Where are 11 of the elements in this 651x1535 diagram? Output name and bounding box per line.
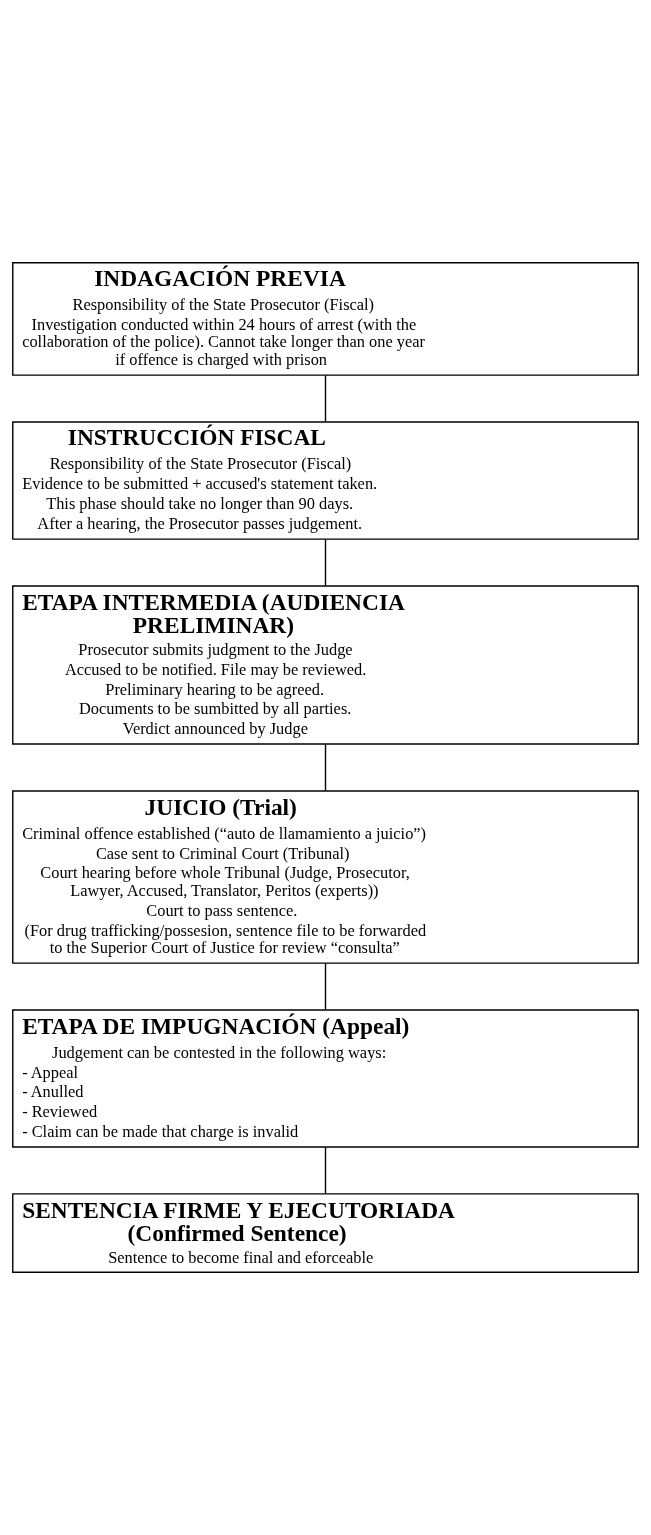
node-box: ETAPA DE IMPUGNACIÓN (Appeal) Judgement can be contested in the following ways: - Appeal - Anulled - Reviewed - Claim can be made that charge is invalid	[12, 1009, 639, 1148]
node-box: ETAPA INTERMEDIA (AUDIENCIA PRELIMINAR) Prosecutor submits judgment to the Judge Accused to be notified. File may be reviewed. Preliminary hearing to be agreed. Documents to be sumbitted by all parties. Verdict announced by Judge	[12, 585, 639, 745]
connector	[324, 538, 327, 587]
node-box: INSTRUCCIÓN FISCAL Responsibility of the State Prosecutor (Fiscal) Evidence to be submitted + accused's statement taken. This phase should take no longer than 90 days. After a hearing, the Prosecutor passes judgement.	[12, 421, 639, 540]
node-box: JUICIO (Trial) Criminal offence established (“auto de llamamiento a juicio”) Case sent to Criminal Court (Tribunal) Court hearing before whole Tribunal (Judge, Prosecutor, Lawyer, Accused, Translator, Peritos (experts)) Court to pass sentence. (For drug trafficking/possesion, sentence file to be forwarded to the Superior Court of Justice for review “consulta”	[12, 790, 639, 964]
connector	[324, 962, 327, 1011]
connector	[324, 1146, 327, 1195]
connector	[324, 743, 327, 792]
connector	[324, 374, 327, 423]
node-box: SENTENCIA FIRME Y EJECUTORIADA (Confirmed Sentence) Sentence to become final and eforceable	[12, 1193, 639, 1273]
node-box: INDAGACIÓN PREVIA Responsibility of the State Prosecutor (Fiscal) Investigation conducted within 24 hours of arrest (with the collaboration of the police). Cannot take longer than one year if offence is charged with prison	[12, 262, 639, 376]
